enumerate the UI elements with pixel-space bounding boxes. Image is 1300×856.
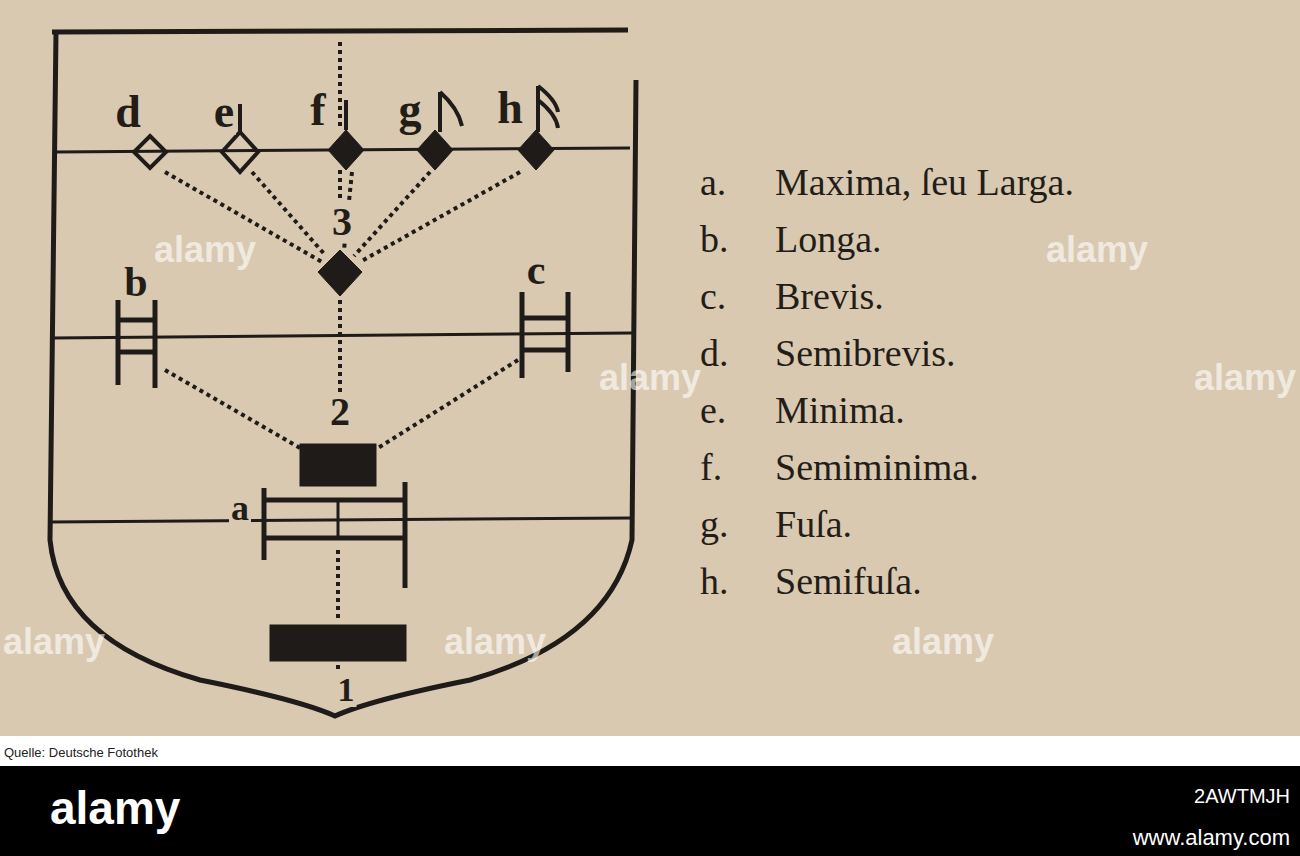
note-letter: d (113, 89, 143, 135)
watermark: alamy (154, 232, 256, 268)
image-id: 2AWTMJH (1194, 786, 1290, 806)
watermark: alamy (444, 624, 546, 660)
watermark: alamy (1046, 232, 1148, 268)
note-letter: a (229, 490, 251, 526)
watermark: alamy (599, 360, 701, 396)
rank-number: 2 (328, 392, 352, 432)
list-letter: b. (700, 220, 729, 258)
list-letter: h. (700, 562, 729, 600)
watermark: alamy (892, 624, 994, 660)
note-letter: c (525, 249, 548, 291)
note-name: Maxima, ſeu Larga. (775, 163, 1074, 201)
brand-logo: alamy (50, 785, 180, 831)
list-letter: f. (700, 448, 722, 486)
list-letter: c. (700, 277, 726, 315)
list-letter: a. (700, 163, 726, 201)
rank-number: 3 (330, 202, 354, 242)
note-name: Semifuſa. (775, 562, 922, 600)
note-name: Fuſa. (775, 505, 852, 543)
note-name: Brevis. (775, 277, 884, 315)
note-name: Semiminima. (775, 448, 979, 486)
list-letter: g. (700, 505, 729, 543)
note-name: Semibrevis. (775, 334, 955, 372)
note-letter: h (495, 85, 525, 131)
watermark: alamy (1194, 360, 1296, 396)
watermark: alamy (3, 624, 105, 660)
list-letter: e. (700, 391, 726, 429)
note-letter: g (397, 87, 424, 133)
note-letter: e (212, 89, 236, 135)
list-letter: d. (700, 334, 729, 372)
note-letter: f (308, 87, 327, 133)
source-credit: Quelle: Deutsche Fotothek (4, 746, 158, 759)
note-name: Longa. (775, 220, 882, 258)
note-name: Minima. (775, 391, 905, 429)
rank-number: 1 (336, 673, 357, 707)
note-letter: b (122, 261, 149, 303)
website-url: www.alamy.com (1133, 827, 1290, 849)
